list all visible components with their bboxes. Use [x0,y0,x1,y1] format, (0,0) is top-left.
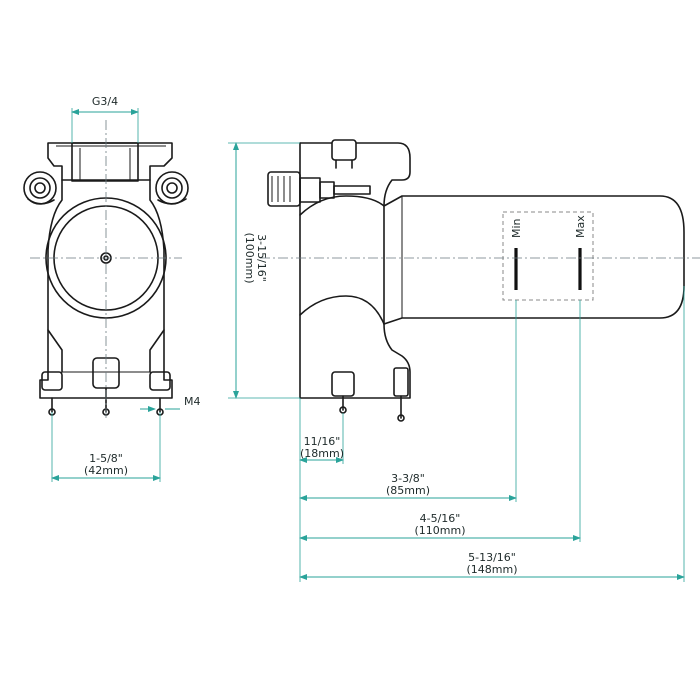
dim-screw: M4 [140,395,201,412]
dim-wall-depth: 11/16" (18mm) [299,413,344,464]
dim-height: 3-15/16" (100mm) [228,142,300,399]
screw-label: M4 [184,395,201,408]
mount-spacing-imperial: 1-5/8" [89,452,123,465]
to-max-imperial: 4-5/16" [420,512,461,525]
overall-metric: (148mm) [466,563,517,576]
to-min-imperial: 3-3/8" [391,472,425,485]
to-min-metric: (85mm) [386,484,430,497]
min-label: Min [510,218,523,238]
max-label: Max [574,215,587,238]
dim-to-max: 4-5/16" (110mm) [299,300,581,542]
wall-depth-imperial: 11/16" [304,435,341,448]
height-metric: (100mm) [243,232,256,283]
side-view: Min Max [260,139,700,422]
dim-to-min: 3-3/8" (85mm) [299,300,517,582]
mount-spacing-metric: (42mm) [84,464,128,477]
dim-mount-spacing: 1-5/8" (42mm) [51,412,161,482]
height-imperial: 3-15/16" [255,234,268,282]
front-view [23,120,189,420]
to-max-metric: (110mm) [414,524,465,537]
dim-thread: G3/4 [71,95,139,143]
thread-label: G3/4 [92,95,118,108]
overall-imperial: 5-13/16" [468,551,516,564]
dim-overall: 5-13/16" (148mm) [299,286,685,582]
wall-depth-metric: (18mm) [300,447,344,460]
